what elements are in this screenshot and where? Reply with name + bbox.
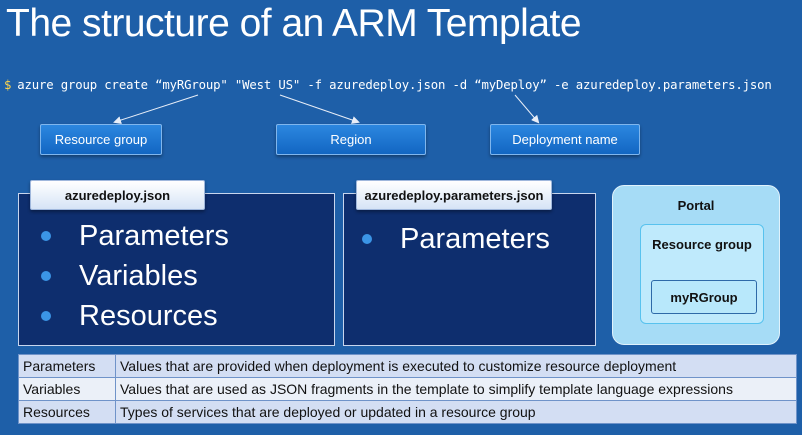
portal-resource-group: Resource group myRGroup	[640, 224, 764, 324]
table-row: Resources Types of services that are dep…	[18, 400, 797, 424]
definitions-table: Parameters Values that are provided when…	[18, 354, 797, 424]
slide-title: The structure of an ARM Template	[6, 2, 582, 45]
term-cell: Resources	[18, 400, 116, 424]
command-text: azure group create “myRGroup" "West US" …	[17, 78, 772, 92]
table-row: Parameters Values that are provided when…	[18, 354, 797, 378]
portal-label: Portal	[677, 198, 715, 213]
region-callout: Region	[276, 124, 426, 155]
term-cell: Parameters	[18, 354, 116, 378]
list-item: Resources	[35, 296, 229, 336]
template-file-panel: Parameters Variables Resources	[18, 193, 335, 346]
description-cell: Types of services that are deployed or u…	[115, 400, 797, 424]
arrow-resource-group	[113, 94, 199, 124]
deployment-name-callout: Deployment name	[490, 124, 640, 155]
parameters-file-tab: azuredeploy.parameters.json	[356, 180, 552, 210]
bullet-icon	[41, 231, 51, 241]
resource-group-label: Resource group	[652, 237, 752, 252]
resource-group-name: myRGroup	[651, 280, 757, 314]
table-row: Variables Values that are used as JSON f…	[18, 377, 797, 401]
resource-group-callout: Resource group	[40, 124, 162, 155]
list-item: Parameters	[35, 216, 229, 256]
portal-panel: Portal Resource group myRGroup	[612, 185, 780, 345]
bullet-icon	[41, 271, 51, 281]
arrow-deployment-name	[514, 94, 540, 124]
parameters-file-panel: Parameters	[343, 193, 596, 346]
cli-command: $ azure group create “myRGroup" "West US"…	[4, 78, 772, 92]
prompt-symbol: $	[4, 78, 12, 92]
bullet-icon	[41, 311, 51, 321]
description-cell: Values that are provided when deployment…	[115, 354, 797, 378]
list-item: Variables	[35, 256, 229, 296]
parameters-sections-list: Parameters	[356, 219, 550, 259]
bullet-icon	[362, 234, 372, 244]
term-cell: Variables	[18, 377, 116, 401]
arrow-region	[279, 94, 360, 124]
description-cell: Values that are used as JSON fragments i…	[115, 377, 797, 401]
list-item: Parameters	[356, 219, 550, 259]
template-file-tab: azuredeploy.json	[30, 180, 205, 210]
template-sections-list: Parameters Variables Resources	[35, 216, 229, 336]
